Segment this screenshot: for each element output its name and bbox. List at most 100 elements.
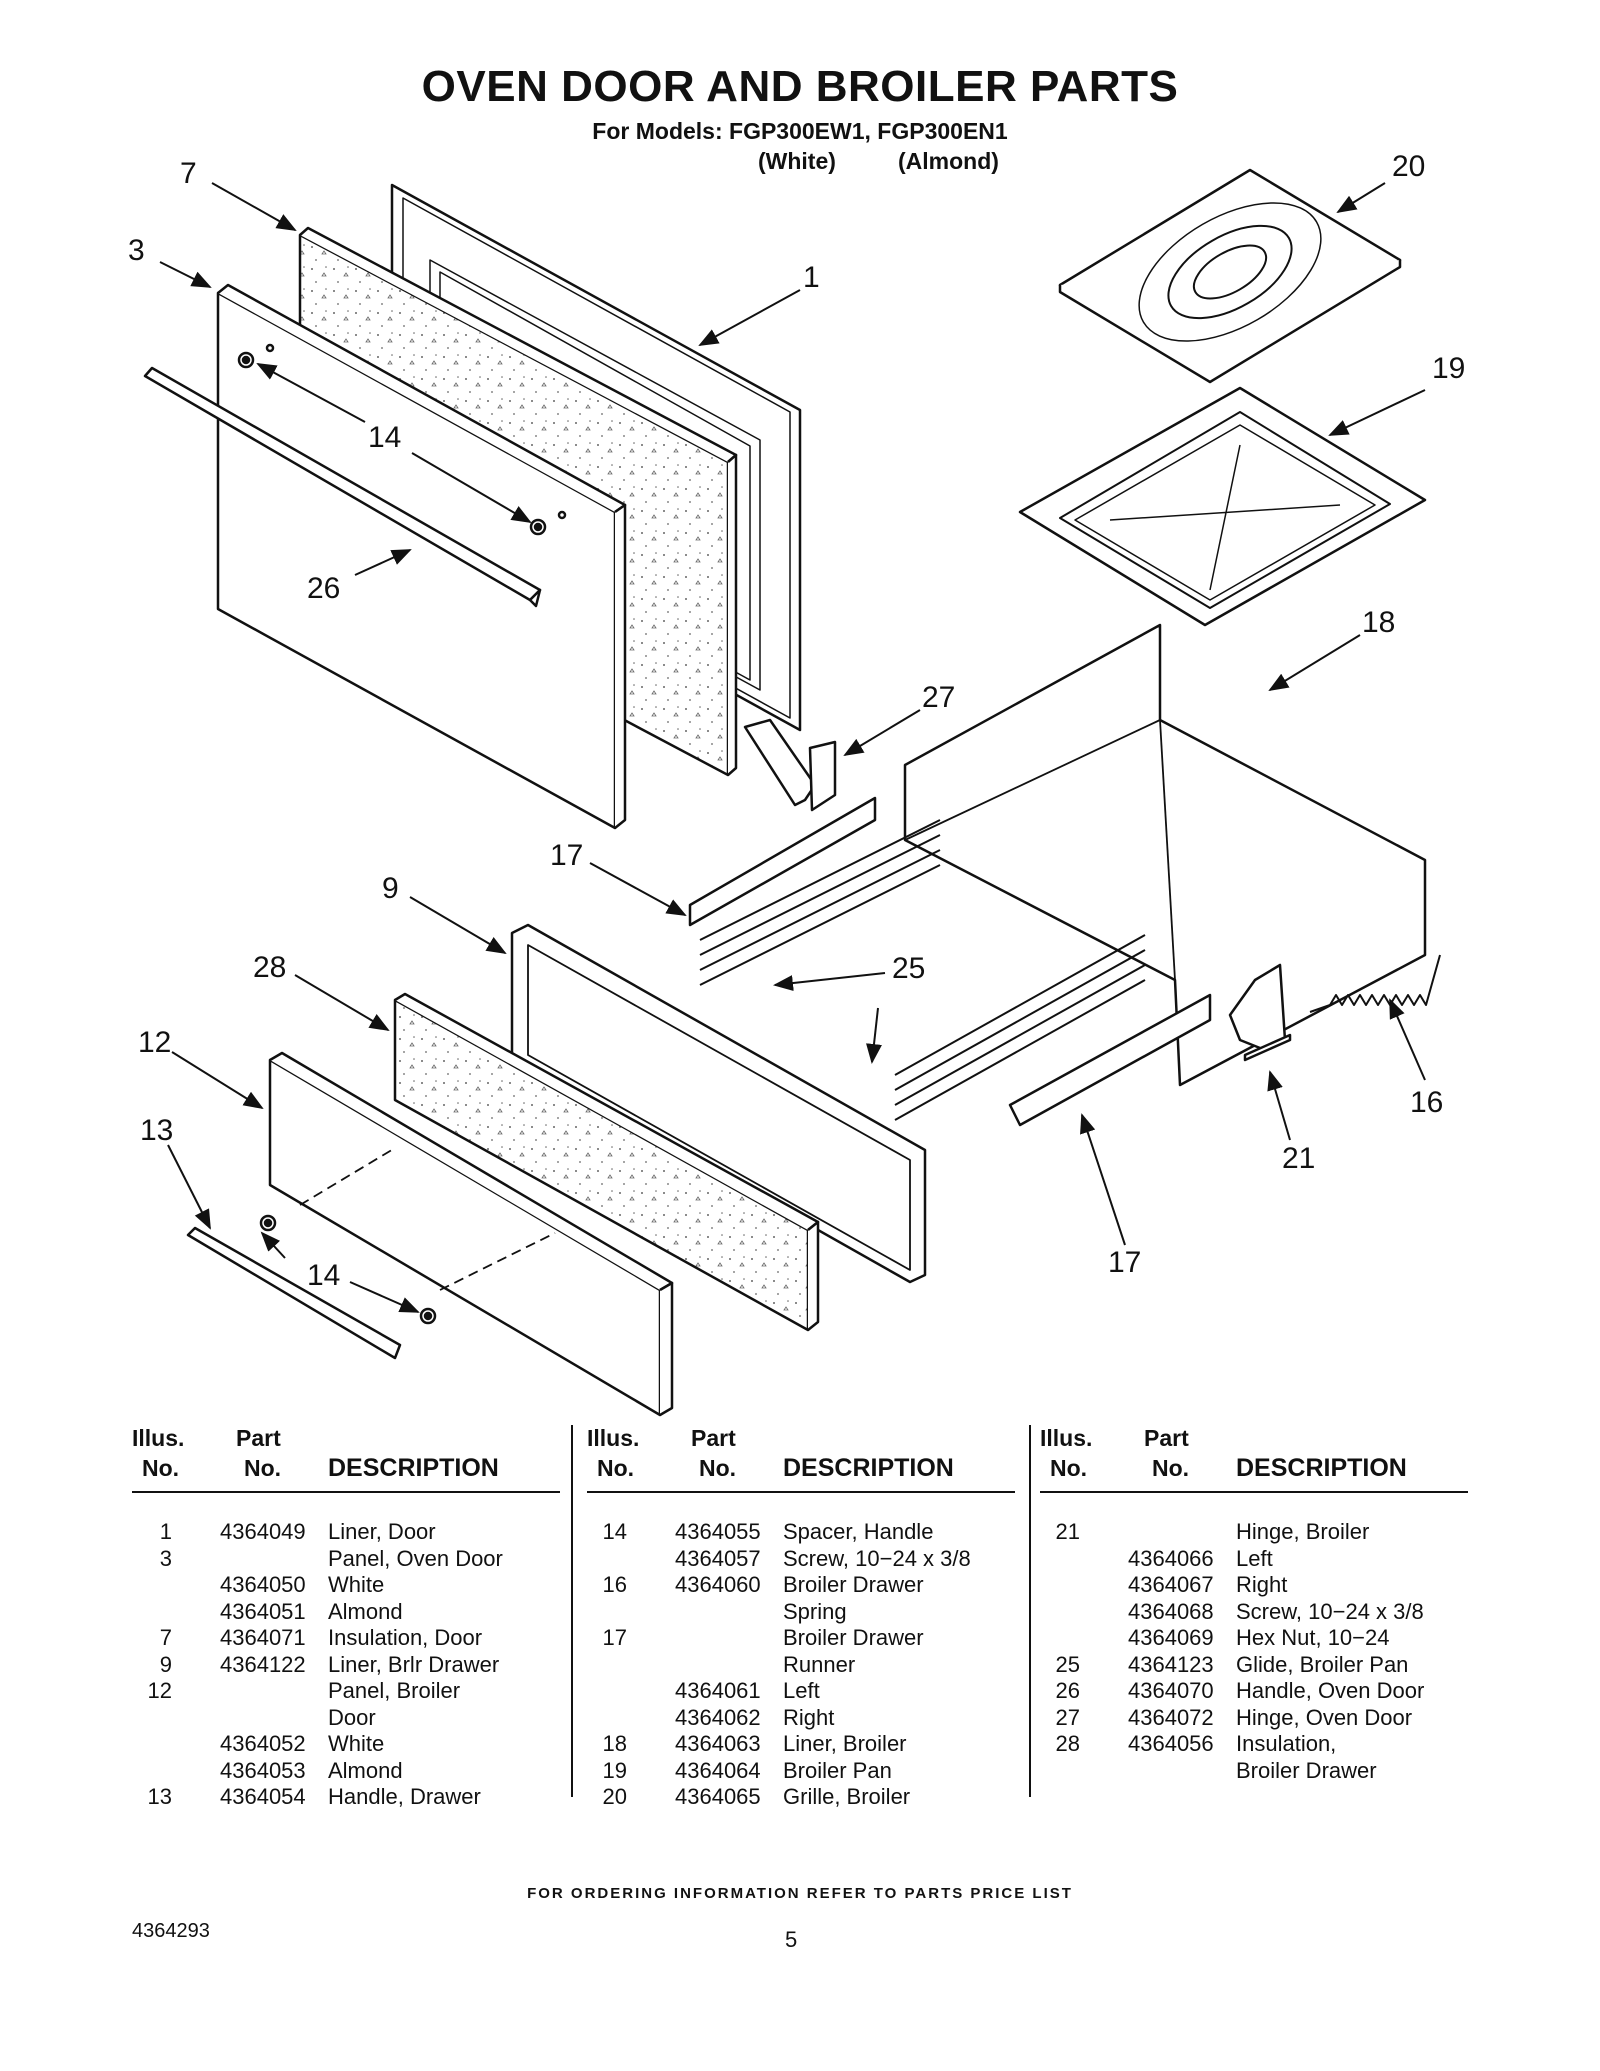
description-cell: Screw, 10−24 x 3/8: [783, 1545, 971, 1571]
model-numbers: For Models: FGP300EW1, FGP300EN1: [592, 118, 1008, 144]
callout-label: 16: [1410, 1086, 1443, 1119]
part-no-cell: 4364072: [1128, 1704, 1214, 1730]
drawer-handle-part: [186, 1226, 402, 1360]
callout-label: 1: [803, 261, 820, 294]
exploded-parts-diagram: 7 3 1 20 19 14 26 18 27 17 9 25 28 12 13…: [128, 150, 1465, 1417]
part-no-cell: 4364062: [675, 1704, 761, 1730]
table-row: 4364053 Almond: [132, 1758, 560, 1785]
illus-no-header: No.: [1050, 1455, 1088, 1481]
callout-label: 20: [1392, 150, 1425, 183]
illus-no-cell: 9: [159, 1651, 172, 1677]
document-number: 4364293: [132, 1920, 210, 1942]
illus-no-cell: 16: [602, 1572, 627, 1597]
oven-door-hinge-part: [743, 718, 817, 807]
callout-label: 21: [1282, 1142, 1315, 1175]
table-row: 4364066 Left: [1040, 1546, 1468, 1573]
illus-no-cell: 7: [159, 1625, 172, 1650]
description-header: DESCRIPTION: [783, 1454, 954, 1482]
callout-label: 14: [307, 1259, 340, 1292]
callout-label: 26: [307, 572, 340, 605]
description-cell: Left: [1236, 1545, 1273, 1571]
table-row: 4364057 Screw, 10−24 x 3/8: [587, 1546, 1015, 1573]
description-cell: Grille, Broiler: [783, 1784, 911, 1809]
illus-no-cell: 3: [159, 1545, 172, 1571]
callout-label: 17: [550, 839, 583, 872]
table-row: 21 Hinge, Broiler: [1040, 1519, 1468, 1546]
part-no-cell: 4364066: [1128, 1545, 1214, 1571]
callout-label: 9: [382, 872, 399, 905]
description-cell: Left: [783, 1678, 820, 1703]
illus-no-cell: 26: [1055, 1678, 1080, 1703]
part-header: Part: [1144, 1425, 1189, 1451]
description-cell: Broiler Pan: [783, 1757, 892, 1783]
part-no-cell: 4364053: [220, 1757, 306, 1783]
part-no-cell: 4364052: [220, 1731, 306, 1756]
description-cell: Spring: [783, 1598, 847, 1624]
part-no-header: No.: [244, 1455, 282, 1481]
description-cell: Broiler Drawer: [783, 1572, 924, 1597]
description-cell: Liner, Brlr Drawer: [328, 1651, 500, 1677]
part-no-header: No.: [699, 1455, 737, 1481]
illus-no-cell: 18: [602, 1731, 627, 1756]
table-row: 4364051 Almond: [132, 1599, 560, 1626]
illus-no-cell: 27: [1055, 1704, 1080, 1730]
description-cell: Broiler Drawer: [783, 1625, 924, 1650]
description-cell: Almond: [328, 1757, 403, 1783]
part-no-cell: 4364060: [675, 1572, 761, 1597]
callout-label: 14: [368, 421, 401, 454]
part-no-cell: 4364050: [220, 1572, 306, 1597]
page-title: OVEN DOOR AND BROILER PARTS: [421, 62, 1179, 111]
illus-no-cell: 12: [147, 1678, 172, 1703]
broiler-liner-part: [903, 623, 1427, 1087]
broiler-pan-part: [1018, 386, 1427, 627]
callout-label: 27: [922, 681, 955, 714]
part-no-cell: 4364122: [220, 1651, 306, 1677]
illus-no-header: No.: [597, 1455, 635, 1481]
part-no-cell: 4364123: [1128, 1651, 1214, 1677]
illus-header: Illus.: [587, 1425, 640, 1451]
illus-no-cell: 20: [602, 1784, 627, 1809]
illus-no-cell: 25: [1055, 1651, 1080, 1677]
table-row: Runner: [587, 1652, 1015, 1679]
illus-header: Illus.: [1040, 1425, 1093, 1451]
description-cell: Panel, Oven Door: [328, 1545, 503, 1571]
part-header: Part: [691, 1425, 736, 1451]
description-cell: Almond: [328, 1598, 403, 1624]
part-no-cell: 4364051: [220, 1598, 306, 1624]
part-no-header: No.: [1152, 1455, 1190, 1481]
illus-no-cell: 21: [1055, 1519, 1080, 1544]
part-no-cell: 4364054: [220, 1784, 306, 1809]
part-no-cell: 4364070: [1128, 1678, 1214, 1703]
drawer-runner-right-part: [1008, 993, 1212, 1127]
ordering-note: FOR ORDERING INFORMATION REFER TO PARTS …: [527, 1885, 1073, 1902]
description-header: DESCRIPTION: [1236, 1454, 1407, 1482]
illus-no-cell: 14: [602, 1519, 627, 1544]
description-cell: Right: [1236, 1572, 1288, 1597]
description-cell: Hinge, Broiler: [1236, 1519, 1370, 1544]
part-no-cell: 4364065: [675, 1784, 761, 1809]
illus-no-cell: 1: [159, 1519, 172, 1544]
description-cell: Runner: [783, 1651, 856, 1677]
table-row: Spring: [587, 1599, 1015, 1626]
illus-no-cell: 19: [602, 1757, 627, 1783]
part-no-cell: 4364057: [675, 1545, 761, 1571]
illus-no-header: No.: [142, 1455, 180, 1481]
part-no-cell: 4364061: [675, 1678, 761, 1703]
callout-label: 13: [140, 1114, 173, 1147]
